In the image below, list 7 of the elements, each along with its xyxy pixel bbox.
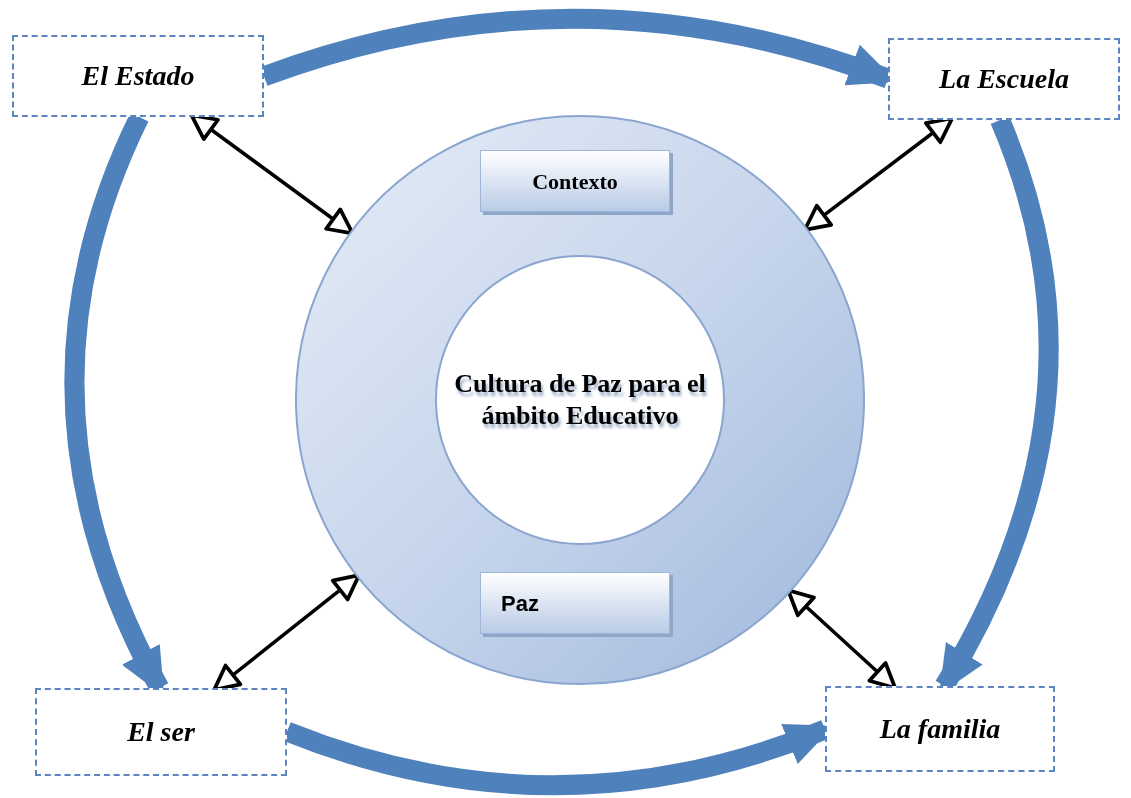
dashed-box: La Escuela	[888, 38, 1120, 120]
dashed-box: El ser	[35, 688, 287, 776]
ring-center-text: Cultura de Paz para el ámbito Educativo	[453, 367, 707, 432]
label-box: Paz	[480, 572, 670, 634]
dashed-box: El Estado	[12, 35, 264, 117]
label-box: Contexto	[480, 150, 670, 212]
dashed-box: La familia	[825, 686, 1055, 772]
